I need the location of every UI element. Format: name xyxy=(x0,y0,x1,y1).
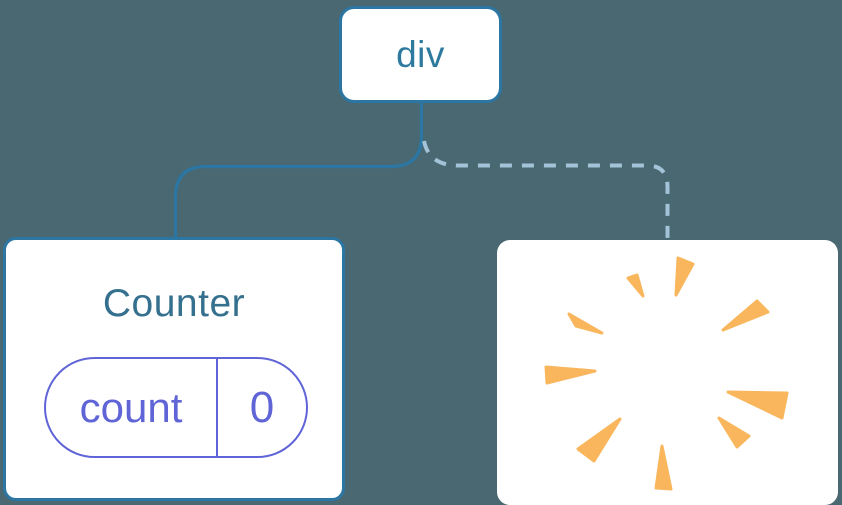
poof-ray xyxy=(726,390,789,420)
removed-component-card xyxy=(497,240,838,505)
poof-ray xyxy=(567,312,604,335)
state-pill: count 0 xyxy=(44,357,308,458)
connector-dashed-right xyxy=(422,140,670,240)
root-node-label: div xyxy=(396,33,445,75)
poof-rays xyxy=(544,256,789,491)
poof-ray xyxy=(544,365,597,385)
counter-title: Counter xyxy=(102,282,246,325)
poof-ray xyxy=(721,299,770,332)
poof-ray xyxy=(626,273,645,298)
poof-ray xyxy=(717,416,751,449)
counter-component-card: Counter count 0 xyxy=(3,237,345,501)
poof-ray xyxy=(576,417,622,463)
poof-icon xyxy=(544,256,789,491)
root-node-card: div xyxy=(339,6,502,103)
state-value: 0 xyxy=(249,382,275,432)
state-name: count xyxy=(46,359,218,456)
poof-ray xyxy=(674,256,695,297)
poof-ray xyxy=(654,444,673,491)
connector-solid-left xyxy=(173,98,424,241)
